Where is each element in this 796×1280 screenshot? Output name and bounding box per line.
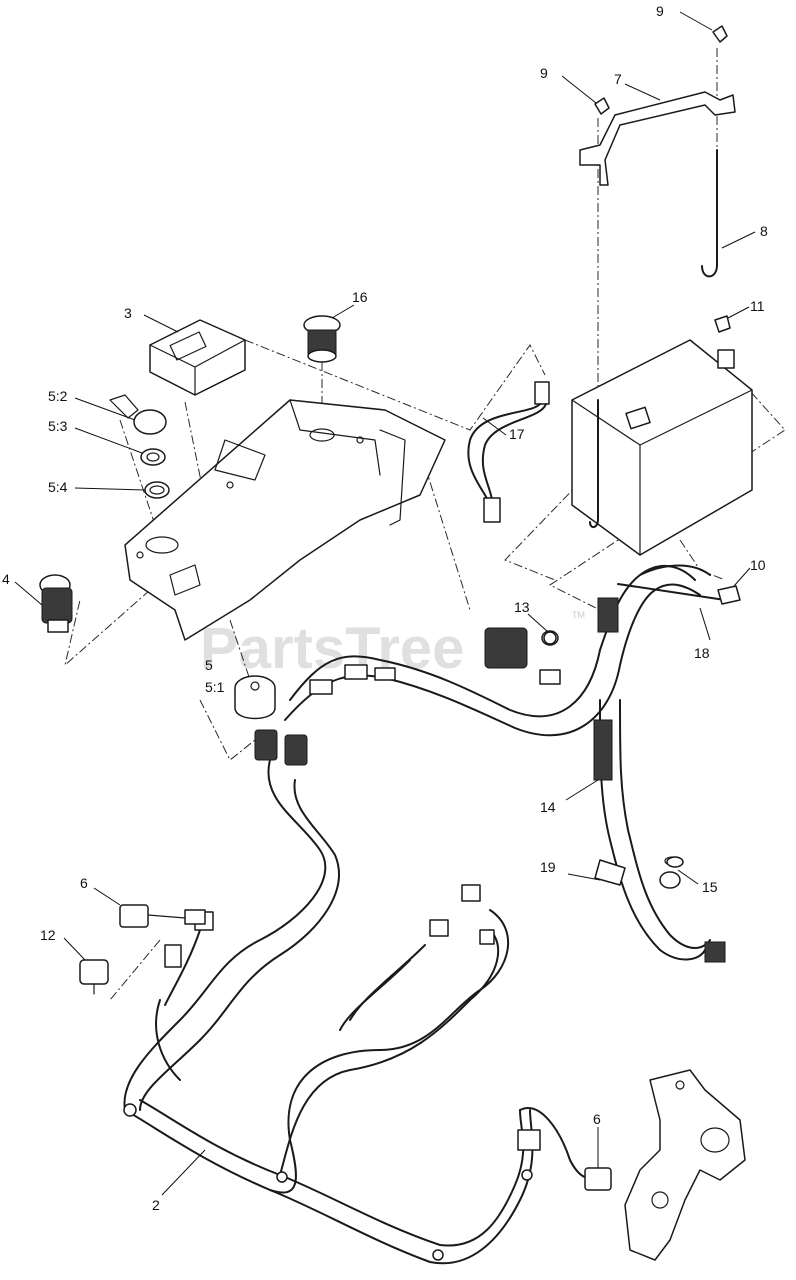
- callout-3: 3: [124, 305, 132, 321]
- battery-cable: [617, 564, 741, 605]
- callout-16: 16: [352, 289, 368, 305]
- brake-pedal-bracket: [624, 1069, 746, 1261]
- diode-12: [79, 959, 109, 995]
- relay-6-lower: [519, 1107, 612, 1191]
- callout-4: 4: [2, 571, 10, 587]
- callout-17: 17: [509, 426, 525, 442]
- callout-10: 10: [750, 557, 766, 573]
- callout-14: 14: [540, 799, 556, 815]
- callout-5-3: 5:3: [48, 418, 68, 434]
- callout-leaders: [14, 11, 756, 1196]
- callout-13: 13: [514, 599, 530, 615]
- power-outlet: [303, 315, 341, 363]
- callout-19: 19: [540, 859, 556, 875]
- callout-5-1: 5:1: [205, 679, 225, 695]
- callout-18: 18: [694, 645, 710, 661]
- callout-2: 2: [152, 1197, 160, 1213]
- callout-6-upper: 6: [80, 875, 88, 891]
- watermark-tm: TM: [572, 610, 585, 620]
- battery-hold-down: [579, 25, 736, 333]
- callout-9: 9: [540, 65, 548, 81]
- key-switch-parts: [109, 394, 170, 499]
- hour-meter: [149, 319, 246, 396]
- battery: [571, 339, 753, 556]
- accessory-wire: [467, 381, 550, 523]
- ignition-switch: [234, 675, 276, 720]
- callout-15: 15: [702, 879, 718, 895]
- relay-6-upper: [119, 904, 206, 928]
- callout-labels: 9 9 7 8 16 3 11 5:2 5:3 5:4 17 4 10 13 1…: [2, 3, 768, 1213]
- callout-5: 5: [205, 657, 213, 673]
- callout-8: 8: [760, 223, 768, 239]
- callout-12: 12: [40, 927, 56, 943]
- harness-connectors: [123, 597, 726, 1261]
- hardware-small: [543, 631, 684, 886]
- control-panel-plate: [124, 399, 446, 641]
- callout-11: 11: [750, 298, 765, 314]
- callout-6-lower: 6: [593, 1111, 601, 1127]
- callout-9-top: 9: [656, 3, 664, 19]
- rocker-switch: [39, 574, 73, 633]
- callout-7: 7: [614, 71, 622, 87]
- callout-5-4: 5:4: [48, 479, 68, 495]
- callout-5-2: 5:2: [48, 388, 68, 404]
